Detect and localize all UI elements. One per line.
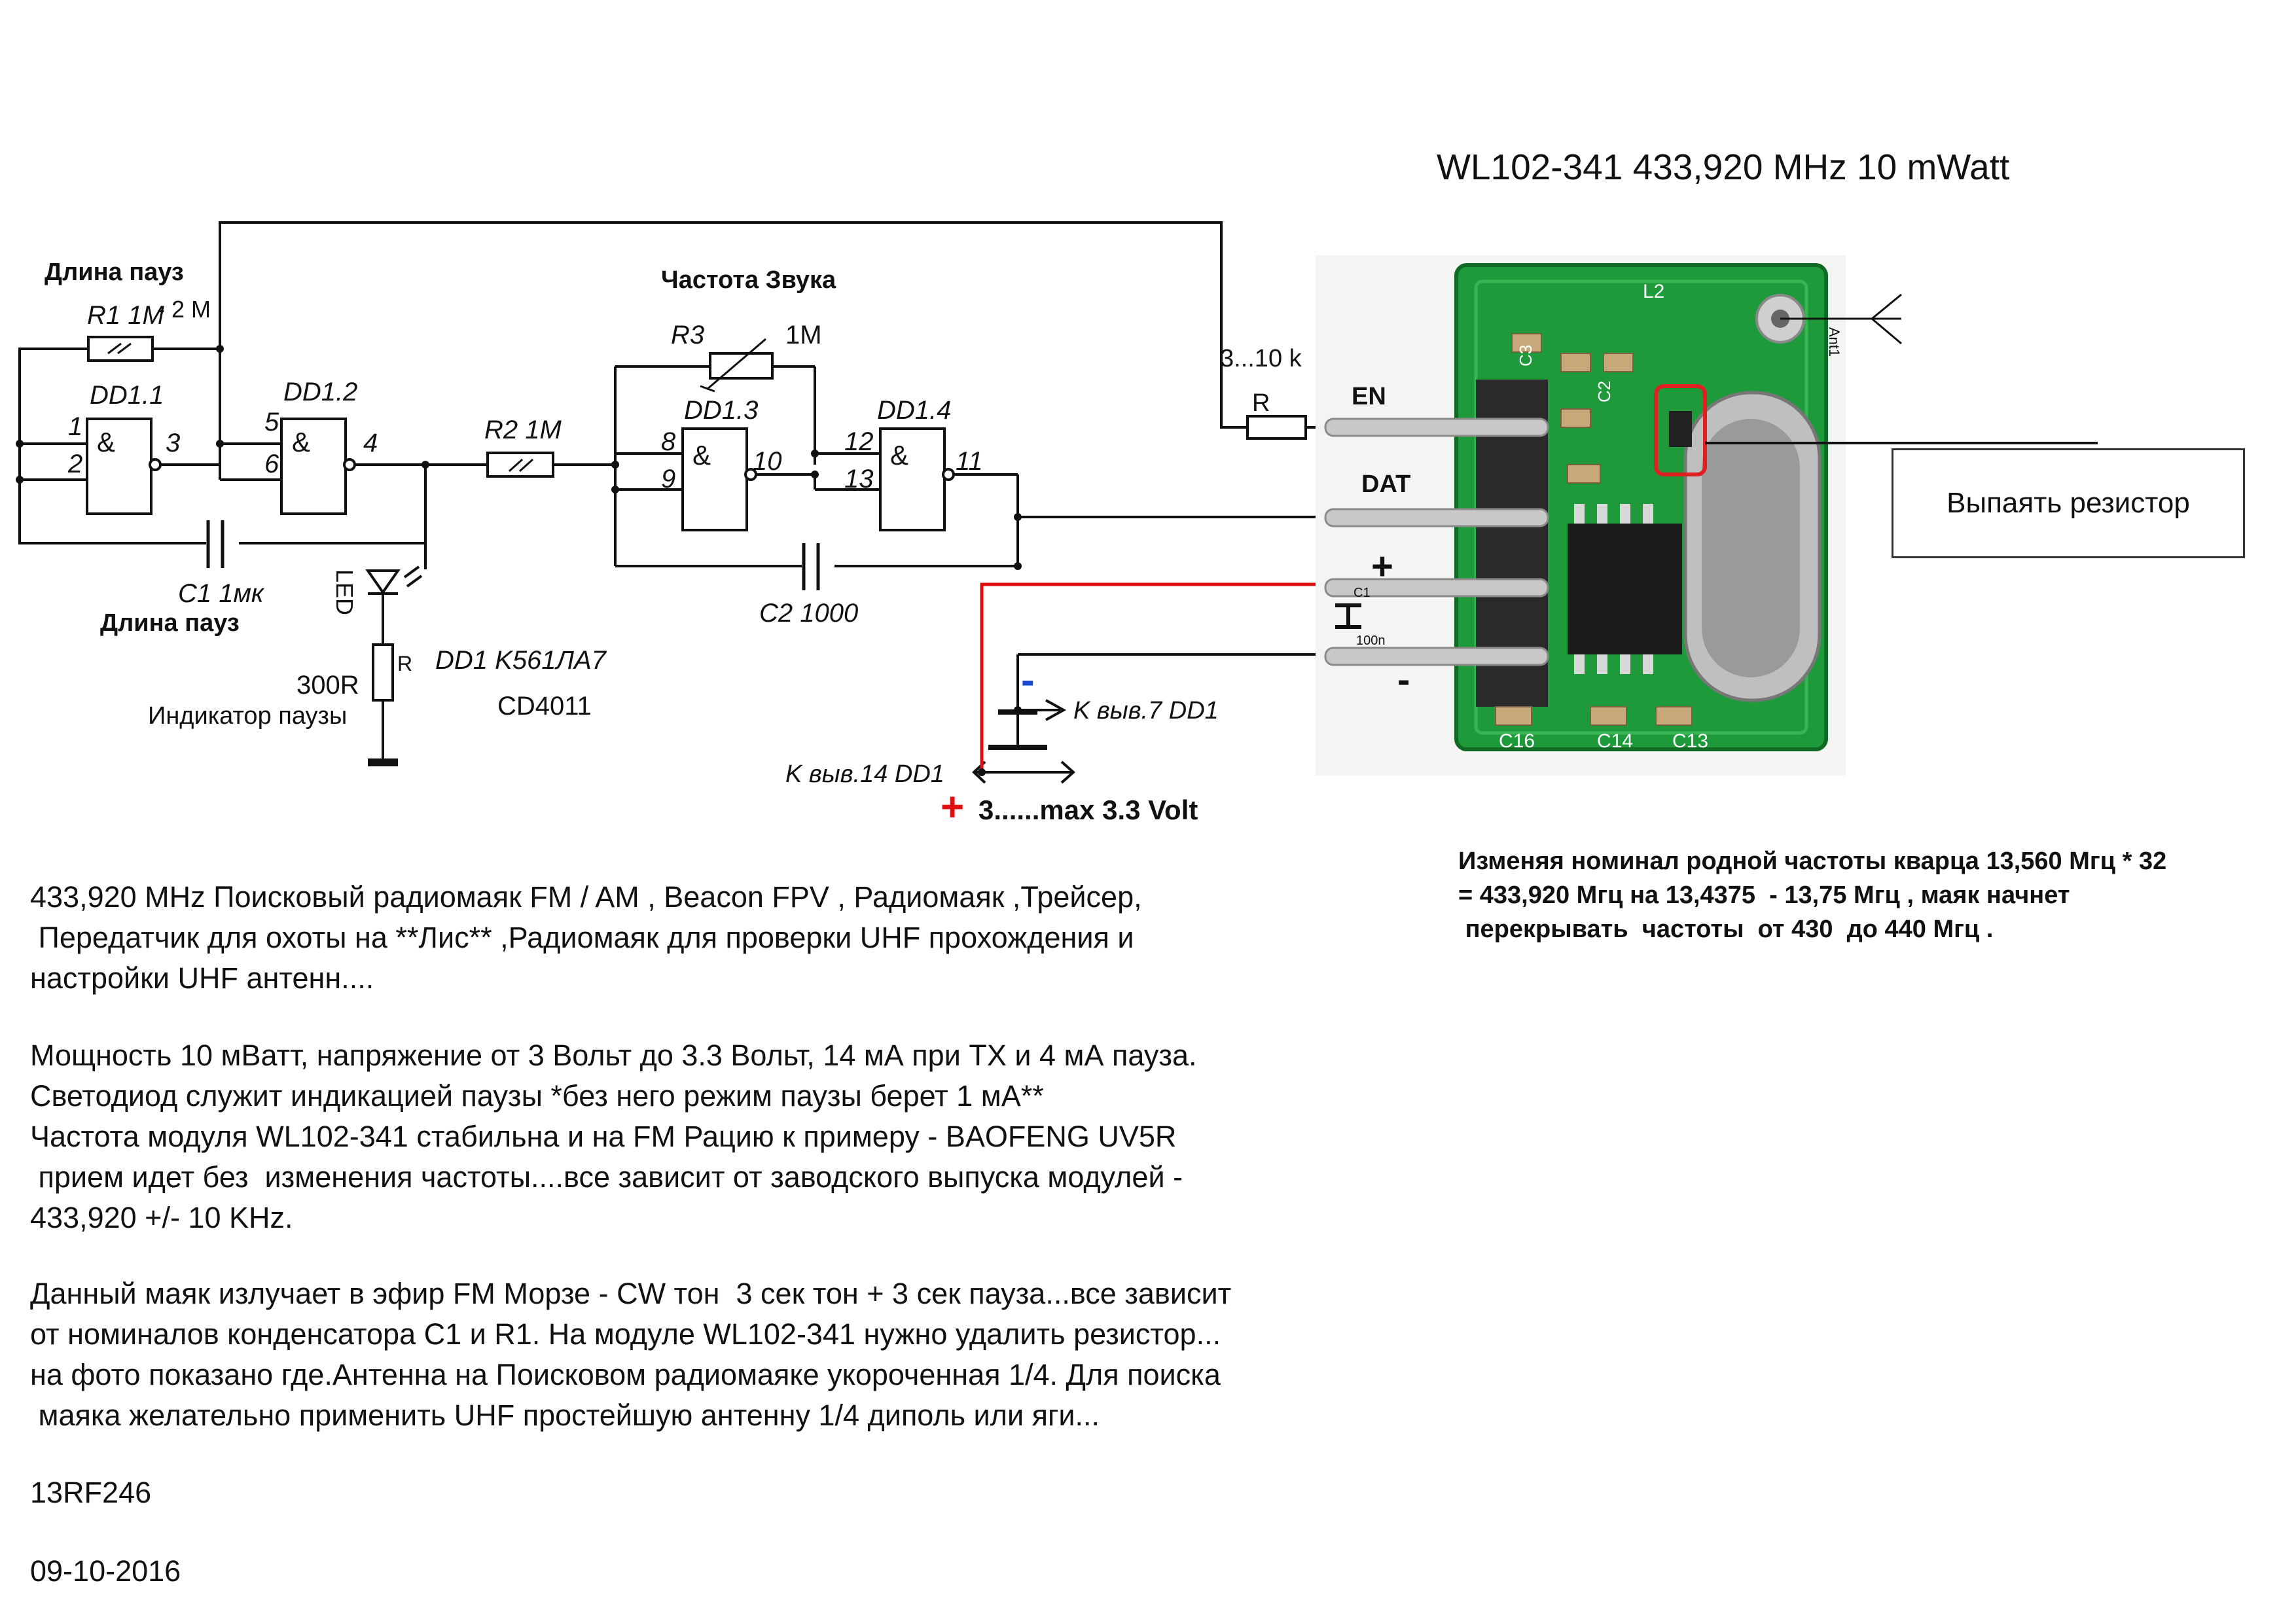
description-paragraph-2: Мощность 10 мВатт, напряжение от 3 Вольт… [30, 1039, 1197, 1234]
header-pins [1324, 418, 1549, 666]
module-100n-label: 100n [1356, 633, 1386, 648]
gate-dd11: & [86, 418, 162, 515]
module-photo [1316, 255, 1902, 776]
crystal-note: Изменяя номинал родной частоты кварца 13… [1458, 847, 2167, 943]
junction-dots [16, 345, 1022, 776]
pause-indicator-label: Индикатор паузы [148, 702, 347, 730]
schematic-wires [18, 221, 1368, 784]
remove-resistor-highlight [1654, 384, 1707, 476]
r2-label: R2 1M [484, 416, 562, 444]
pin-5: 5 [264, 408, 279, 437]
pin-4: 4 [363, 429, 378, 457]
pause-length-top: Длина пауз [45, 259, 184, 286]
dd12-label: DD1.2 [283, 378, 357, 406]
description-paragraph-3: Данный маяк излучает в эфир FM Морзе - C… [30, 1277, 1232, 1432]
gate-dd13: & [681, 427, 757, 531]
gate-dd14: & [879, 427, 955, 531]
pin-3: 3 [166, 429, 180, 457]
board-c3-label: C3 [1516, 345, 1535, 366]
resistor-r2 [486, 452, 554, 478]
plus-sign: + [941, 785, 964, 830]
pin-10: 10 [753, 447, 782, 476]
minus-sign: - [1021, 658, 1035, 703]
r1-label: R1 1M [87, 301, 164, 330]
pin-plus-label: + [1371, 545, 1393, 588]
gate-dd13-symbol: & [692, 440, 711, 471]
r3-label: R3 [671, 321, 704, 349]
r-en-range: 3...10 k [1220, 345, 1302, 372]
resistor-r3-variable [700, 338, 774, 393]
gate-dd12: & [280, 418, 356, 515]
capacitor-c1 [206, 520, 224, 568]
pin-12: 12 [844, 427, 874, 456]
dd11-label: DD1.1 [90, 381, 164, 410]
gate-dd12-symbol: & [292, 427, 310, 457]
pin-dat-label: DAT [1361, 471, 1410, 498]
pause-length-bottom: Длина пауз [100, 609, 240, 637]
r-led-label: R [397, 652, 412, 675]
board-c13-label: C13 [1672, 730, 1708, 752]
pin-13: 13 [844, 465, 874, 493]
resistor-led [372, 643, 394, 702]
r-led-value: 300R [296, 671, 359, 700]
to-pin14-label: K выв.14 DD1 [785, 760, 944, 788]
sound-freq-label: Частота Звука [661, 266, 836, 294]
board-c16-label: C16 [1499, 730, 1535, 752]
date-label: 09-10-2016 [30, 1554, 181, 1588]
supply-wire [980, 582, 1368, 772]
pin-11: 11 [956, 447, 983, 476]
module-c1-label: C1 [1354, 586, 1371, 600]
to-pin7-label: K выв.7 DD1 [1073, 697, 1219, 724]
author-callsign: 13RF246 [30, 1476, 152, 1509]
dd13-label: DD1.3 [684, 396, 758, 425]
gate-dd14-symbol: & [890, 440, 908, 471]
led-diode [365, 565, 423, 645]
module-title: WL102-341 433,920 MHz 10 mWatt [1437, 147, 2009, 187]
antenna-icon [1780, 293, 1902, 345]
board-ant-label: Ant1 [1826, 327, 1842, 357]
resistor-en [1246, 415, 1307, 440]
cd4011-label: CD4011 [497, 692, 592, 721]
gate-dd11-symbol: & [97, 427, 115, 457]
description-paragraph-1: 433,920 MHz Поисковый радиомаяк FM / AM … [30, 880, 1142, 995]
pin-9: 9 [661, 465, 675, 493]
dd1-part-label: DD1 K561ЛА7 [435, 646, 607, 675]
r3-value: 1M [785, 321, 822, 349]
supply-label: 3......max 3.3 Volt [978, 794, 1198, 825]
board-c2-label: C2 [1594, 381, 1614, 402]
pin-en-label: EN [1352, 383, 1386, 410]
remove-resistor-callout: Выпаять резистор [1892, 448, 2245, 558]
remove-resistor-text: Выпаять резистор [1946, 487, 2190, 519]
board-l2-label: L2 [1643, 281, 1664, 302]
r-en-label: R [1252, 389, 1270, 417]
pin-1: 1 [68, 412, 82, 441]
dd14-label: DD1.4 [877, 396, 951, 425]
c1-label: C1 1мк [178, 579, 265, 608]
pin-8: 8 [661, 427, 676, 456]
board-c14-label: C14 [1597, 730, 1633, 752]
pin-minus-label: - [1397, 658, 1410, 701]
module-decoupling-cap [1335, 603, 1361, 629]
pin-6: 6 [264, 450, 279, 478]
pin-2: 2 [67, 450, 82, 478]
r1-alt-label: - 2 M [157, 296, 211, 323]
led-label: LED [331, 569, 358, 615]
resistor-r1 [87, 336, 154, 362]
c2-label: C2 1000 [759, 599, 858, 628]
capacitor-c2 [802, 543, 820, 590]
rf-chip [1568, 524, 1682, 654]
